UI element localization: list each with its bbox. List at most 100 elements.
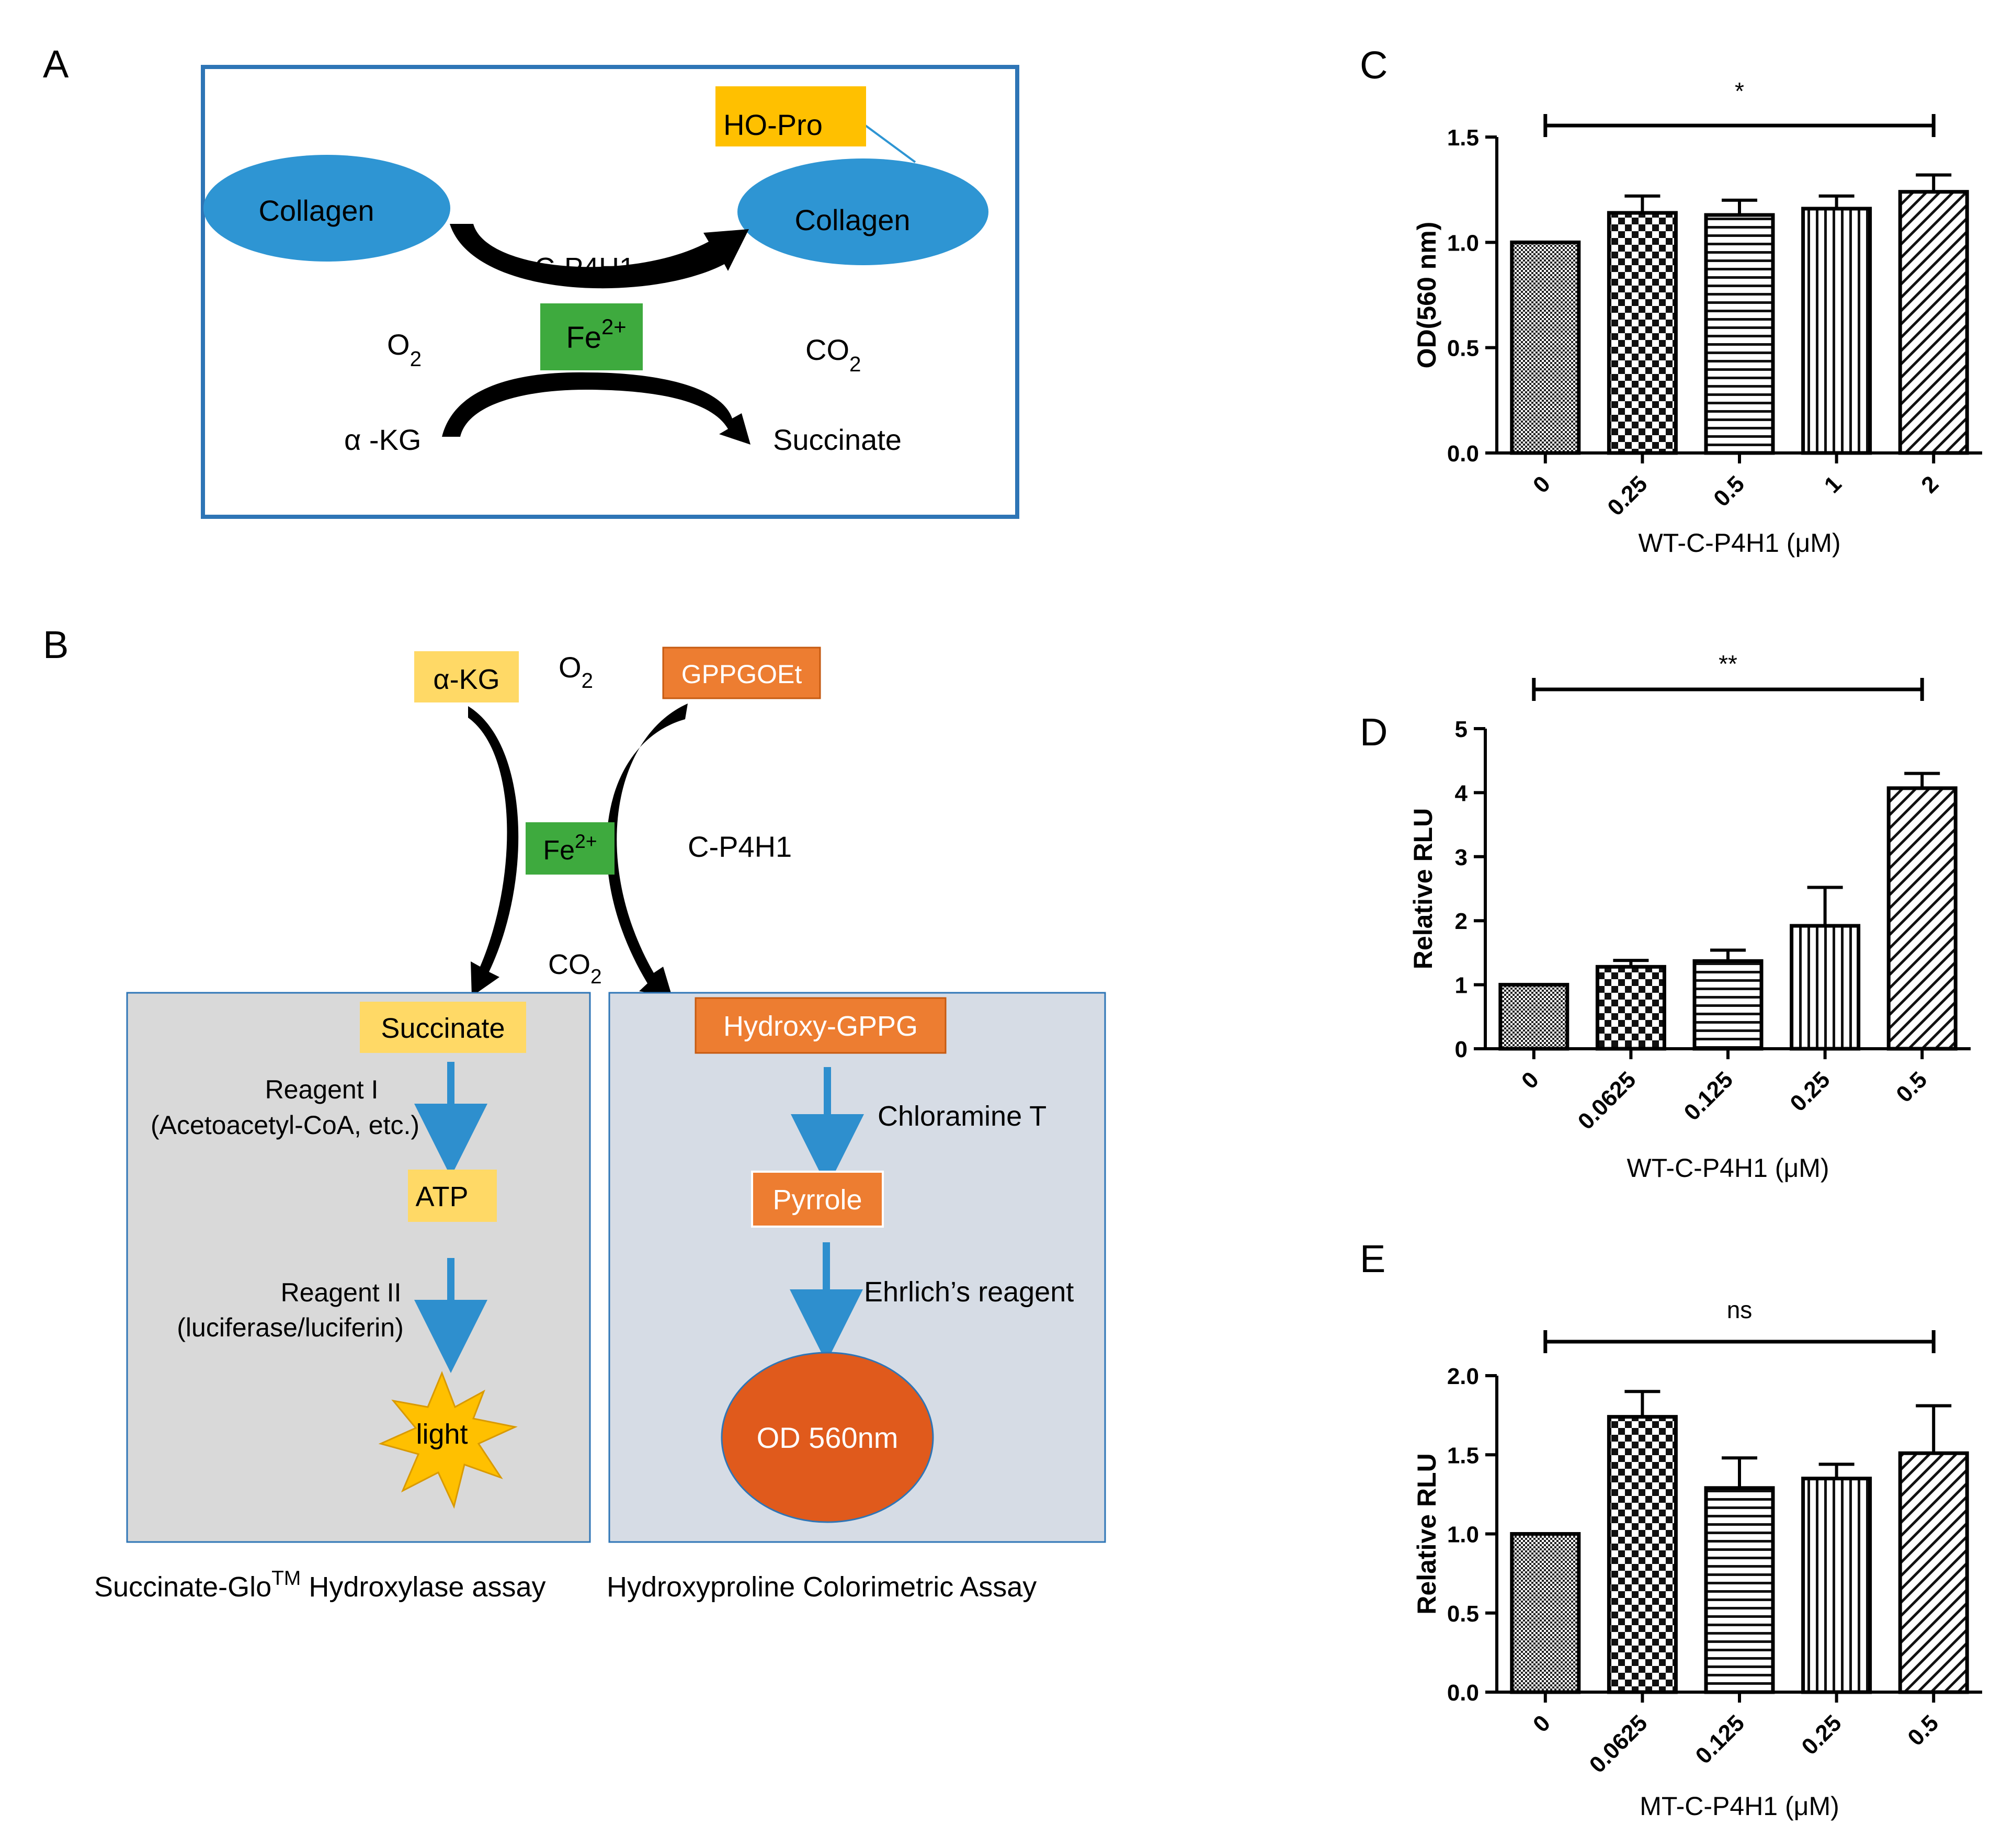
bar-0.5 <box>1886 786 1958 1051</box>
y-tick-label: 0 <box>1455 1037 1468 1062</box>
bar-1 <box>1801 207 1872 455</box>
x-tick-label: 0 <box>1517 1067 1544 1094</box>
reagent-i-detail: (Acetoacetyl-CoA, etc.) <box>151 1110 419 1140</box>
bar-0.25 <box>1790 924 1861 1051</box>
gppgoet-box <box>662 647 821 699</box>
od-560-circle <box>721 1352 934 1523</box>
y-axis-title: OD(560 nm) <box>1412 222 1441 369</box>
fe-box-b <box>526 822 615 875</box>
atp-label: ATP <box>415 1181 468 1212</box>
bar-0 <box>1510 240 1581 455</box>
collagen-reaction-arrow <box>450 224 749 289</box>
akg-to-succinate-arrow <box>468 706 519 996</box>
pyrrole-box <box>751 1171 884 1228</box>
chloramine-t-label: Chloramine T <box>878 1101 1047 1132</box>
panel-label-c: C <box>1360 43 1388 87</box>
significance-label: ns <box>1727 1296 1753 1323</box>
reagent-ii-label: Reagent II <box>281 1278 402 1307</box>
y-tick-label: 0.0 <box>1447 441 1479 467</box>
o2-label-b: O2 <box>559 651 593 693</box>
x-tick-label: 0.125 <box>1679 1067 1738 1126</box>
bar-0.0625 <box>1607 1415 1678 1694</box>
gppgoet-label: GPPGOEt <box>681 660 802 689</box>
atp-box <box>408 1170 497 1222</box>
co2-label-a: CO2 <box>805 333 861 376</box>
akg-box-b <box>414 651 519 702</box>
collagen-product-label: Collagen <box>794 203 910 236</box>
y-tick-label: 5 <box>1455 717 1468 742</box>
y-axis-title: Relative RLU <box>1408 808 1438 969</box>
panel-label-d: D <box>1360 710 1388 754</box>
significance-label: ** <box>1719 650 1737 677</box>
bar-2 <box>1898 190 1969 455</box>
x-tick-label: 0.5 <box>1903 1710 1943 1751</box>
ho-pro-connector <box>865 124 916 163</box>
x-tick-label: 0.5 <box>1709 471 1749 512</box>
succinate-label-a: Succinate <box>773 423 902 456</box>
hydroxy-gppg-label: Hydroxy-GPPG <box>723 1011 918 1042</box>
hydroxy-gppg-box <box>695 997 947 1054</box>
enzyme-label-b: C-P4H1 <box>688 830 792 863</box>
bar-0.5 <box>1704 213 1775 455</box>
y-tick-label: 1.0 <box>1447 230 1479 256</box>
bar-0.125 <box>1704 1486 1775 1694</box>
gppgoet-to-hydroxy-arrow <box>606 704 688 996</box>
akg-label-a: α -KG <box>344 423 422 456</box>
bar-0.25 <box>1607 211 1678 455</box>
fe-label-b: Fe2+ <box>543 830 597 866</box>
bar-0 <box>1498 983 1570 1051</box>
y-tick-label: 4 <box>1455 780 1468 806</box>
enzyme-label-a: C-P4H1 <box>534 252 635 284</box>
y-tick-label: 0.5 <box>1447 1601 1479 1627</box>
hydroxyproline-caption: Hydroxyproline Colorimetric Assay <box>607 1571 1037 1603</box>
fe-box-a <box>540 303 643 370</box>
ho-pro-label: HO-Pro <box>723 108 823 141</box>
y-tick-label: 1.5 <box>1447 1443 1479 1468</box>
x-tick-label: 0.125 <box>1691 1710 1750 1769</box>
light-label: light <box>416 1419 468 1450</box>
succinate-glo-caption: Succinate-GloTM Hydroxylase assay <box>94 1567 546 1603</box>
y-tick-label: 3 <box>1455 845 1468 870</box>
reagent-i-label: Reagent I <box>265 1075 379 1104</box>
x-tick-label: 0.0625 <box>1585 1710 1653 1778</box>
akg-reaction-arrow <box>442 372 750 445</box>
x-tick-label: 0.5 <box>1891 1067 1932 1107</box>
x-tick-label: 1 <box>1819 471 1847 498</box>
ho-pro-box <box>715 86 866 146</box>
fe-label-a: Fe2+ <box>566 314 626 355</box>
panel-b: B α-KG O2 GPPGOEt Fe2+ C-P4H1 CO2 Succin… <box>43 623 1106 1603</box>
y-tick-label: 1.0 <box>1447 1522 1479 1548</box>
bar-0 <box>1510 1532 1581 1694</box>
x-tick-label: 0.25 <box>1602 471 1652 520</box>
x-tick-label: 0.25 <box>1796 1710 1846 1760</box>
succinate-box-b <box>360 1002 526 1053</box>
akg-label-b: α-KG <box>433 664 499 695</box>
collagen-ellipse-right <box>737 158 988 265</box>
y-tick-label: 2 <box>1455 909 1468 934</box>
bar-0.125 <box>1692 959 1764 1051</box>
y-tick-label: 0.5 <box>1447 336 1479 361</box>
panel-a-frame <box>201 65 1019 519</box>
y-tick-label: 1 <box>1455 973 1468 999</box>
reagent-ii-detail: (luciferase/luciferin) <box>177 1313 403 1342</box>
collagen-substrate-label: Collagen <box>258 194 374 227</box>
x-axis-title: MT-C-P4H1 (μM) <box>1640 1792 1839 1821</box>
x-tick-label: 0 <box>1528 1710 1555 1737</box>
light-burst-icon <box>378 1370 518 1509</box>
bar-0.0625 <box>1595 965 1666 1051</box>
x-tick-label: 0.0625 <box>1573 1067 1641 1135</box>
od-560-label: OD 560nm <box>757 1421 899 1454</box>
x-axis-title: WT-C-P4H1 (μM) <box>1627 1153 1829 1183</box>
panel-label-e: E <box>1360 1237 1385 1280</box>
co2-label-b: CO2 <box>548 949 602 988</box>
significance-label: * <box>1735 77 1744 105</box>
collagen-ellipse-left <box>203 155 450 262</box>
pyrrole-label: Pyrrole <box>772 1184 862 1216</box>
x-axis-title: WT-C-P4H1 (μM) <box>1638 528 1840 558</box>
succinate-label-b: Succinate <box>381 1013 505 1044</box>
x-tick-label: 2 <box>1916 471 1943 498</box>
y-axis-title: Relative RLU <box>1412 1453 1441 1614</box>
panel-label-a: A <box>43 42 69 86</box>
